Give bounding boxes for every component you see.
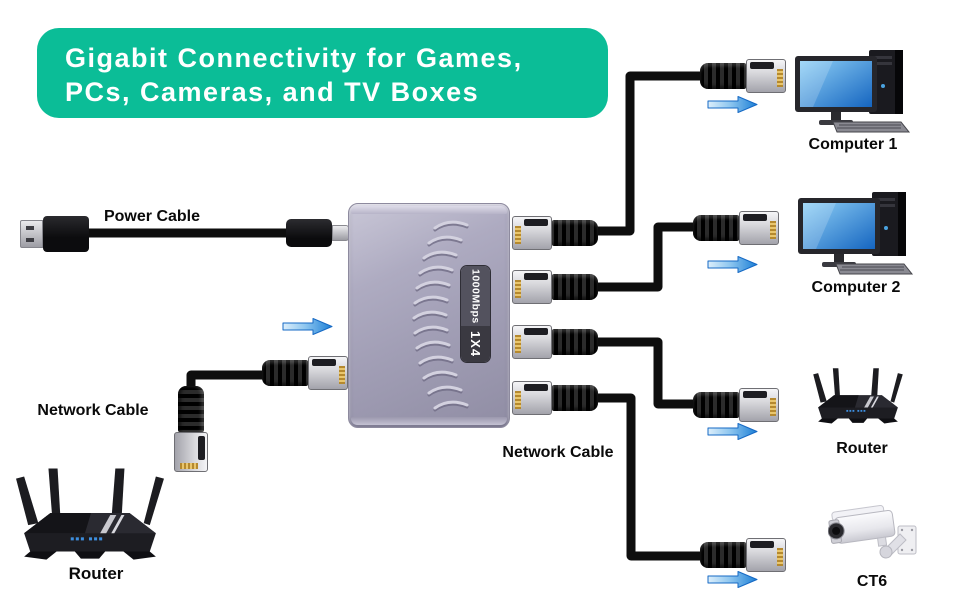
gigabit-splitter-device: 1000Mbps 1X4 [348, 203, 510, 428]
micro-usb-body [286, 219, 332, 247]
headline-line-2: PCs, Cameras, and TV Boxes [65, 77, 480, 107]
usb-a-body [43, 216, 89, 252]
device-speed-label: 1000Mbps [461, 266, 490, 326]
arrow-icon [282, 318, 333, 335]
cable-to-router [595, 337, 696, 409]
arrow-icon [707, 423, 758, 440]
cable-to-computer1 [595, 71, 704, 236]
rj45-connector-icon [512, 215, 598, 251]
arrow-icon [707, 96, 758, 113]
micro-usb-connector-icon [286, 219, 349, 247]
headline-line-1: Gigabit Connectivity for Games, [65, 43, 523, 73]
micro-usb-tip [332, 225, 349, 241]
computer-icon [798, 192, 914, 275]
device-top-edge [351, 206, 507, 214]
rj45-connector-icon [693, 210, 779, 246]
computer1-label: Computer 1 [808, 136, 898, 153]
headline-banner: Gigabit Connectivity for Games, PCs, Cam… [37, 28, 608, 118]
usb-a-connector-icon [20, 216, 89, 252]
router-icon [813, 368, 903, 424]
cable-to-computer2 [595, 222, 696, 292]
rj45-connector-icon [693, 387, 779, 423]
rj45-connector-icon [262, 355, 348, 391]
arrow-icon [707, 571, 758, 588]
computer-icon [795, 50, 911, 133]
rj45-connector-icon [700, 58, 786, 94]
device-bottom-edge [351, 417, 507, 425]
camera-icon [828, 505, 917, 559]
router-left-label: Router [68, 564, 124, 583]
router-icon [16, 468, 164, 560]
cable-to-camera [595, 393, 704, 561]
power-cable-label: Power Cable [103, 208, 201, 225]
rj45-connector-icon [512, 324, 598, 360]
computer2-label: Computer 2 [811, 279, 901, 296]
rj45-connector-icon [512, 380, 598, 416]
device-ridges [412, 220, 469, 412]
arrow-icon [707, 256, 758, 273]
network-cable-center-label: Network Cable [502, 444, 614, 461]
rj45-connector-icon [173, 386, 209, 472]
rj45-connector-icon [512, 269, 598, 305]
ct6-label: CT6 [856, 573, 888, 590]
network-cable-left-label: Network Cable [37, 402, 149, 419]
rj45-connector-icon [700, 537, 786, 573]
device-spec-badge: 1000Mbps 1X4 [460, 265, 491, 363]
device-ports-label: 1X4 [461, 326, 490, 362]
router-right-label: Router [836, 440, 888, 457]
usb-a-metal [20, 220, 43, 248]
